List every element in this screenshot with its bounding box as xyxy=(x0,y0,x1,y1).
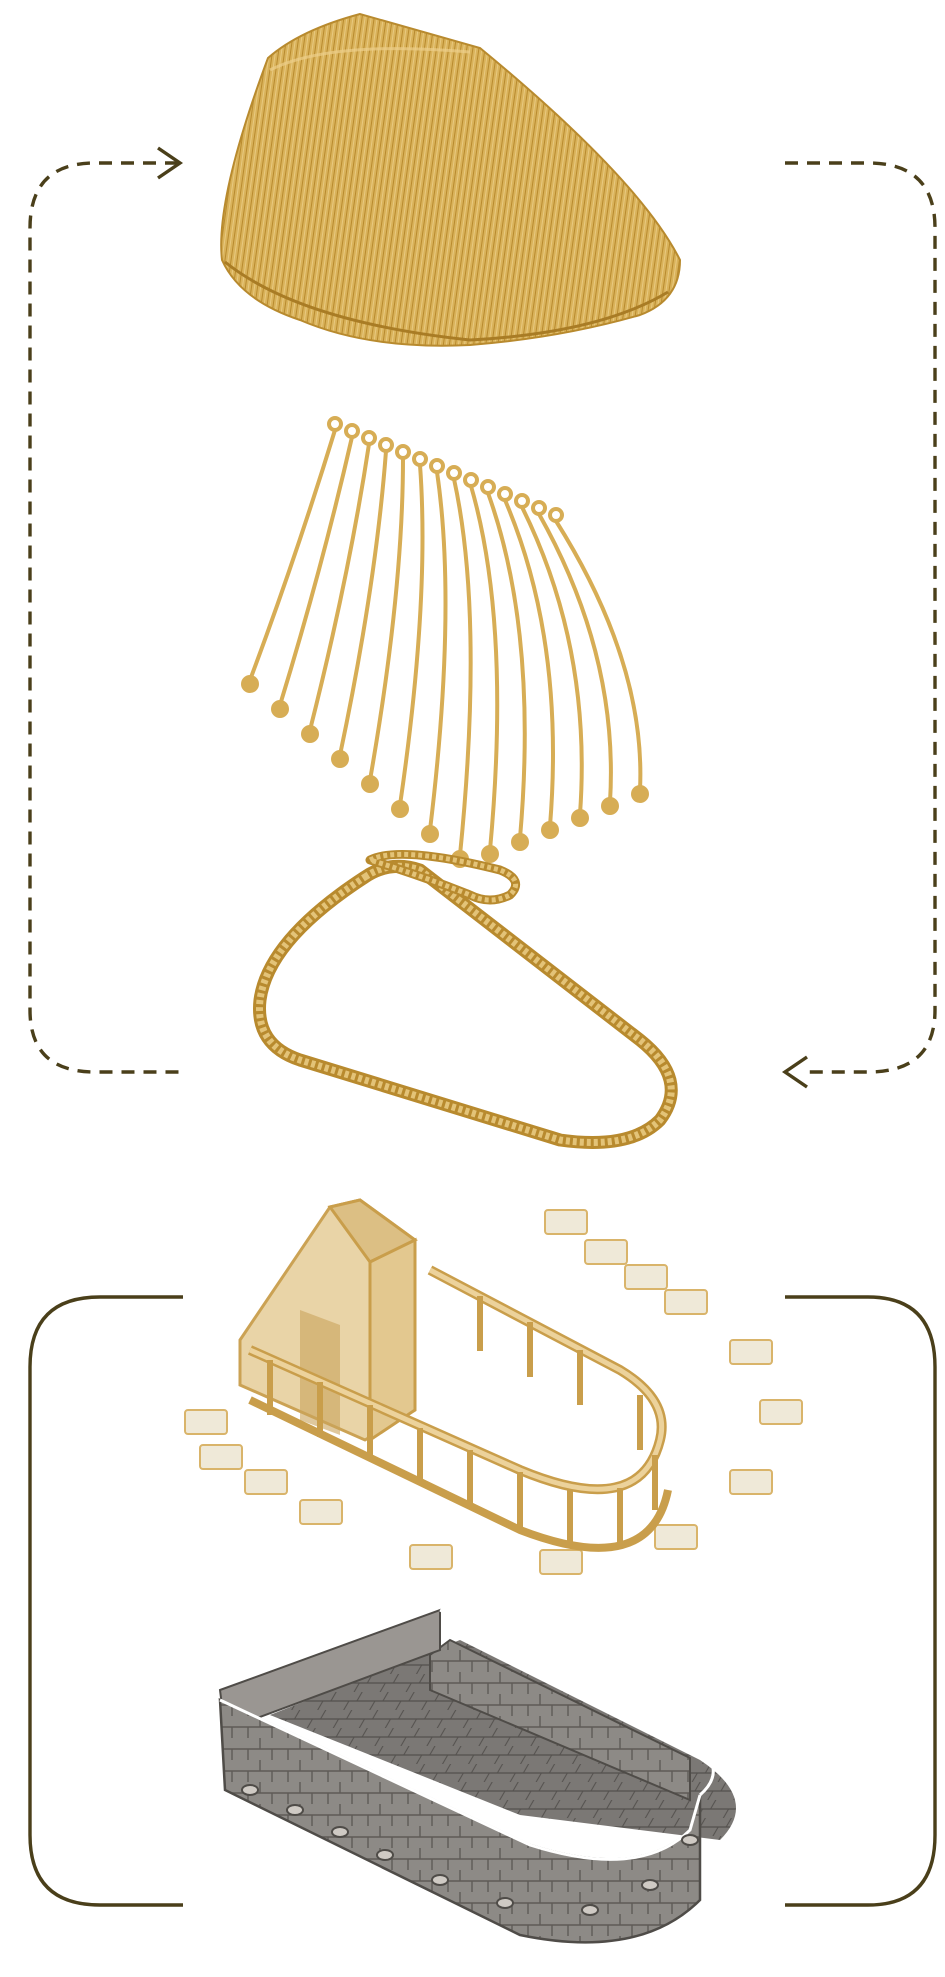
rope-coil-top xyxy=(414,453,426,465)
thatch-roof-icon xyxy=(221,14,680,346)
rope-coil-top xyxy=(465,474,477,486)
wall-panel xyxy=(760,1400,802,1424)
wall-panel xyxy=(545,1210,587,1234)
drain-pipe xyxy=(242,1785,258,1795)
drain-pipe xyxy=(582,1905,598,1915)
rope-coil-bottom xyxy=(603,799,617,813)
wall-panel xyxy=(300,1500,342,1524)
rope-coil-bottom xyxy=(393,802,407,816)
rope-arch-icon xyxy=(243,418,647,866)
rope-coil-bottom xyxy=(633,787,647,801)
rope-coil-top xyxy=(533,502,545,514)
wall-panel xyxy=(655,1525,697,1549)
rope-arch xyxy=(505,500,553,826)
rope-ring-icon xyxy=(260,854,672,1142)
rope-coil-top xyxy=(380,439,392,451)
rope-coil-bottom xyxy=(423,827,437,841)
rope-coil-bottom xyxy=(483,847,497,861)
wall-panel xyxy=(540,1550,582,1574)
drain-pipe xyxy=(682,1835,698,1845)
rope-coil-top xyxy=(329,418,341,430)
solid-bracket-connector xyxy=(30,1297,935,1905)
wall-panel xyxy=(625,1265,667,1289)
rope-arch xyxy=(370,458,403,780)
stone-base-icon xyxy=(220,1610,736,1942)
rope-coil-bottom xyxy=(333,752,347,766)
rope-coil-top xyxy=(499,488,511,500)
wall-panel xyxy=(200,1445,242,1469)
rope-arch xyxy=(454,479,471,855)
rope-coil-bottom xyxy=(273,702,287,716)
rope-arch xyxy=(539,514,611,802)
rope-coil-top xyxy=(431,460,443,472)
timber-frame-icon xyxy=(185,1200,802,1574)
rope-coil-top xyxy=(397,446,409,458)
drain-pipe xyxy=(642,1880,658,1890)
drain-pipe xyxy=(332,1827,348,1837)
drain-pipe xyxy=(377,1850,393,1860)
rope-coil-bottom xyxy=(303,727,317,741)
wall-panel xyxy=(185,1410,227,1434)
wall-panel xyxy=(730,1470,772,1494)
rope-coil-bottom xyxy=(543,823,557,837)
rope-arch xyxy=(430,472,446,830)
rope-coil-top xyxy=(448,467,460,479)
wall-panel xyxy=(730,1340,772,1364)
rope-coil-top xyxy=(482,481,494,493)
drain-pipe xyxy=(432,1875,448,1885)
arrow-left-icon xyxy=(785,1057,807,1087)
rope-coil-top xyxy=(363,432,375,444)
rope-coil-top xyxy=(346,425,358,437)
rope-coil-bottom xyxy=(513,835,527,849)
drain-pipe xyxy=(287,1805,303,1815)
wall-panel xyxy=(245,1470,287,1494)
rope-arch xyxy=(340,451,386,755)
wall-panel xyxy=(410,1545,452,1569)
rope-coil-bottom xyxy=(363,777,377,791)
wall-panel xyxy=(585,1240,627,1264)
rope-coil-top xyxy=(516,495,528,507)
rope-coil-bottom xyxy=(243,677,257,691)
wall-panel xyxy=(665,1290,707,1314)
rope-coil-bottom xyxy=(573,811,587,825)
rope-coil-top xyxy=(550,509,562,521)
drain-pipe xyxy=(497,1898,513,1908)
rope-arch xyxy=(471,486,497,850)
